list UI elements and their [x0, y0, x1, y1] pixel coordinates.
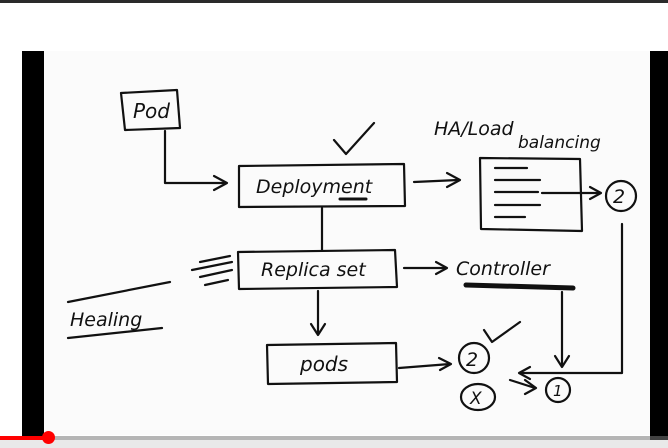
healing-label: Healing — [70, 309, 142, 331]
healing-underline — [66, 326, 164, 340]
count-feedback-line — [518, 222, 624, 375]
count-circle-x — [459, 382, 497, 412]
replicaset-label: Replica set — [261, 259, 367, 281]
pods-box — [265, 341, 399, 386]
whiteboard — [44, 51, 650, 435]
pods-to-count-arrow — [397, 362, 452, 370]
count-circle-one — [544, 376, 572, 404]
video-progress-fill — [0, 436, 49, 440]
ha-label-line2: balancing — [518, 133, 601, 153]
count-circle-bottom — [457, 341, 491, 375]
deployment-label: Deployment — [256, 176, 374, 198]
controller-label: Controller — [456, 258, 551, 280]
pod-label: Pod — [133, 99, 170, 123]
player-bottom-strip — [0, 440, 668, 448]
deployment-to-ha-arrow — [412, 178, 460, 184]
video-progress-bar[interactable] — [0, 431, 668, 444]
top-divider — [0, 0, 668, 3]
pod-box — [119, 88, 182, 132]
check-mark — [332, 121, 376, 156]
healing-scribble — [190, 254, 234, 287]
x-to-one-arrow — [508, 378, 537, 390]
count-label-bottom: 2 — [466, 349, 478, 371]
check-mark-small — [482, 320, 522, 344]
video-scrubber-knob[interactable] — [42, 431, 56, 444]
count-label-top: 2 — [613, 186, 625, 208]
count-label-x: X — [469, 389, 482, 409]
ha-label-line1: HA/Load — [434, 118, 515, 140]
left-black-border — [22, 51, 44, 448]
right-black-border — [650, 51, 668, 448]
count-circle-top — [604, 179, 638, 213]
ha-box — [478, 156, 584, 233]
count-label-one: 1 — [553, 382, 563, 400]
pod-to-deployment-arrow — [163, 129, 228, 185]
pods-label: pods — [299, 352, 348, 376]
deployment-box — [237, 162, 407, 209]
replicaset-box — [236, 248, 399, 291]
